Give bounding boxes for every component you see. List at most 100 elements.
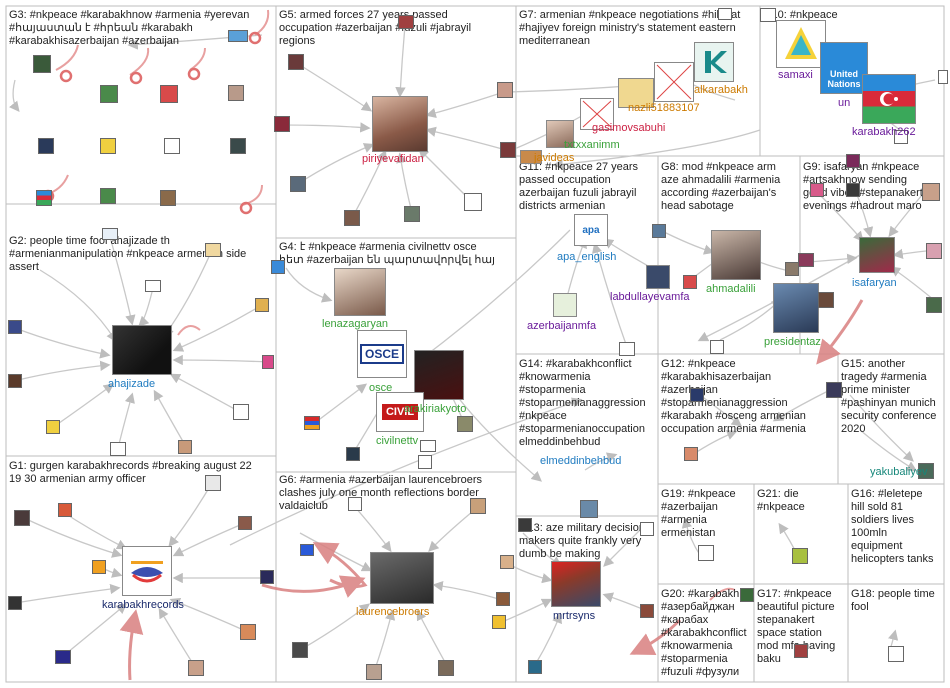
node-alkarabakh-avatar[interactable]: [694, 42, 734, 82]
avatar[interactable]: [205, 475, 221, 491]
avatar[interactable]: [8, 374, 22, 388]
node-apa-english-logo[interactable]: apa: [574, 214, 608, 246]
avatar[interactable]: [58, 503, 72, 517]
node-samaxi-avatar[interactable]: [776, 20, 826, 68]
avatar[interactable]: [918, 463, 934, 479]
avatar[interactable]: [100, 85, 118, 103]
avatar[interactable]: [710, 340, 724, 354]
avatar[interactable]: [500, 142, 516, 158]
node-ahajizade-avatar[interactable]: [112, 325, 172, 375]
avatar[interactable]: [798, 253, 814, 267]
avatar[interactable]: [38, 138, 54, 154]
node-ahmadalili-avatar[interactable]: [711, 230, 761, 280]
node-labdullayevamfa-avatar[interactable]: [646, 265, 670, 289]
node-mrtrsyns-avatar[interactable]: [551, 561, 601, 607]
avatar[interactable]: [230, 138, 246, 154]
avatar[interactable]: [100, 188, 116, 204]
avatar[interactable]: [619, 342, 635, 356]
avatar[interactable]: [698, 545, 714, 561]
avatar[interactable]: [492, 615, 506, 629]
avatar[interactable]: [683, 275, 697, 289]
avatar[interactable]: [922, 183, 940, 201]
avatar[interactable]: [420, 440, 436, 452]
avatar[interactable]: [145, 280, 161, 292]
avatar[interactable]: [33, 55, 51, 73]
avatar[interactable]: [818, 292, 834, 308]
node-civilnettv-logo[interactable]: CIVIL: [376, 392, 424, 432]
avatar[interactable]: [344, 210, 360, 226]
avatar[interactable]: [100, 138, 116, 154]
avatar[interactable]: [8, 320, 22, 334]
avatar[interactable]: [888, 646, 904, 662]
avatar[interactable]: [794, 644, 808, 658]
avatar[interactable]: [926, 243, 942, 259]
avatar[interactable]: [290, 176, 306, 192]
avatar[interactable]: [274, 116, 290, 132]
avatar[interactable]: [500, 555, 514, 569]
avatar[interactable]: [740, 588, 754, 602]
avatar[interactable]: [348, 497, 362, 511]
avatar[interactable]: [652, 224, 666, 238]
avatar[interactable]: [528, 660, 542, 674]
avatar[interactable]: [518, 518, 532, 532]
avatar[interactable]: [398, 15, 414, 29]
avatar[interactable]: [188, 660, 204, 676]
avatar[interactable]: [178, 440, 192, 454]
avatar[interactable]: [785, 262, 799, 276]
node-isafaryan-avatar[interactable]: [859, 237, 895, 273]
avatar[interactable]: [164, 138, 180, 154]
avatar[interactable]: [205, 243, 221, 257]
node-presidentaz-avatar[interactable]: [773, 283, 819, 333]
node-txtxxanimm-avatar[interactable]: [546, 120, 574, 148]
avatar[interactable]: [690, 388, 704, 402]
node-azerbaijanmfa-avatar[interactable]: [553, 293, 577, 317]
avatar[interactable]: [684, 447, 698, 461]
avatar[interactable]: [288, 54, 304, 70]
node-laurencebroers-avatar[interactable]: [370, 552, 434, 604]
avatar[interactable]: [464, 193, 482, 211]
avatar[interactable]: [238, 516, 252, 530]
avatar[interactable]: [457, 416, 473, 432]
node-piriyevafidan-avatar[interactable]: [372, 96, 428, 152]
avatar[interactable]: [292, 642, 308, 658]
avatar[interactable]: [14, 510, 30, 526]
avatar[interactable]: [160, 190, 176, 206]
avatar[interactable]: [260, 570, 274, 584]
avatar[interactable]: [228, 30, 248, 42]
avatar[interactable]: [496, 592, 510, 606]
avatar[interactable]: [102, 228, 118, 240]
avatar[interactable]: [36, 190, 52, 206]
node-karabakh262-flag[interactable]: [862, 74, 916, 124]
avatar[interactable]: [580, 500, 598, 518]
avatar[interactable]: [497, 82, 513, 98]
avatar[interactable]: [846, 183, 860, 197]
avatar[interactable]: [418, 455, 432, 469]
avatar[interactable]: [640, 604, 654, 618]
node-karabakhrecords-avatar[interactable]: [122, 546, 172, 596]
avatar[interactable]: [300, 544, 314, 556]
node-placeholder-avatar[interactable]: [654, 62, 694, 102]
avatar[interactable]: [160, 85, 178, 103]
node-nazli-avatar[interactable]: [618, 78, 654, 108]
avatar[interactable]: [938, 70, 948, 84]
avatar[interactable]: [404, 206, 420, 222]
avatar[interactable]: [228, 85, 244, 101]
node-arakiriakyoto-avatar[interactable]: [414, 350, 464, 400]
avatar[interactable]: [760, 8, 776, 22]
node-lenazagaryan-avatar[interactable]: [334, 268, 386, 316]
avatar[interactable]: [55, 650, 71, 664]
avatar[interactable]: [846, 154, 860, 168]
avatar[interactable]: [792, 548, 808, 564]
avatar[interactable]: [810, 183, 824, 197]
avatar[interactable]: [304, 416, 320, 430]
avatar[interactable]: [470, 498, 486, 514]
avatar[interactable]: [640, 522, 654, 536]
avatar[interactable]: [233, 404, 249, 420]
node-un-logo[interactable]: United Nations: [820, 42, 868, 94]
node-osce-logo[interactable]: OSCE: [357, 330, 407, 378]
avatar[interactable]: [255, 298, 269, 312]
avatar[interactable]: [262, 355, 274, 369]
avatar[interactable]: [346, 447, 360, 461]
avatar[interactable]: [8, 596, 22, 610]
avatar[interactable]: [826, 382, 842, 398]
